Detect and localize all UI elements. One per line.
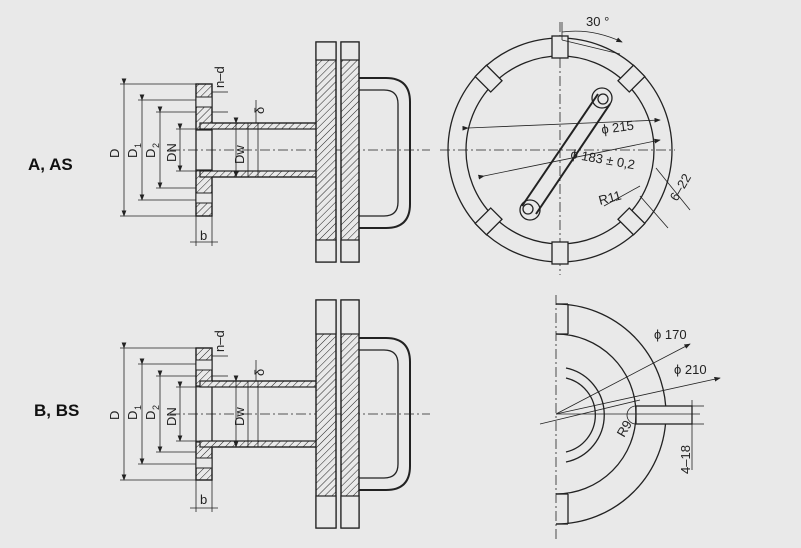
dim-Dw-b: Dw [232, 407, 247, 426]
dim-delta-b: δ [252, 369, 267, 376]
dim-DN-a: DN [164, 143, 179, 162]
dim-outer-diameter-b: ϕ 210 [674, 362, 707, 377]
dim-radius-b: R9 [614, 418, 635, 440]
dim-D2-b: D [143, 411, 158, 420]
dim-D-b: D [107, 411, 122, 420]
dim-b-a: b [200, 228, 207, 243]
dim-D2-a: D [143, 149, 158, 158]
dim-D2-sub-b: 2 [151, 405, 161, 410]
row-label-b: B, BS [34, 401, 79, 420]
section-view-b [120, 299, 430, 529]
dim-D1-sub-b: 1 [133, 405, 143, 410]
dim-D2-sub-a: 2 [151, 143, 161, 148]
dim-nd-a: n–d [212, 66, 227, 88]
front-view-b [539, 295, 721, 540]
dim-slot-a: 6–22 [667, 171, 694, 204]
dim-angle-a: 30 ° [586, 14, 609, 29]
dim-nd-b: n–d [212, 330, 227, 352]
dim-b-b: b [200, 492, 207, 507]
section-view-a [120, 41, 430, 263]
dim-radius-a: R11 [597, 187, 623, 207]
front-view-a [440, 22, 691, 275]
dim-slot-b: 4–18 [678, 445, 693, 474]
dim-delta-a: δ [252, 107, 267, 114]
row-label-a: A, AS [28, 155, 73, 174]
dim-inner-diameter-b: ϕ 170 [654, 327, 687, 342]
dim-outer-diameter-a: ϕ 215 [600, 118, 634, 137]
dim-D1-b: D [125, 411, 140, 420]
dim-Dw-a: Dw [232, 145, 247, 164]
dim-D1-sub-a: 1 [133, 143, 143, 148]
dim-D-a: D [107, 149, 122, 158]
dim-DN-b: DN [164, 407, 179, 426]
dim-D1-a: D [125, 149, 140, 158]
